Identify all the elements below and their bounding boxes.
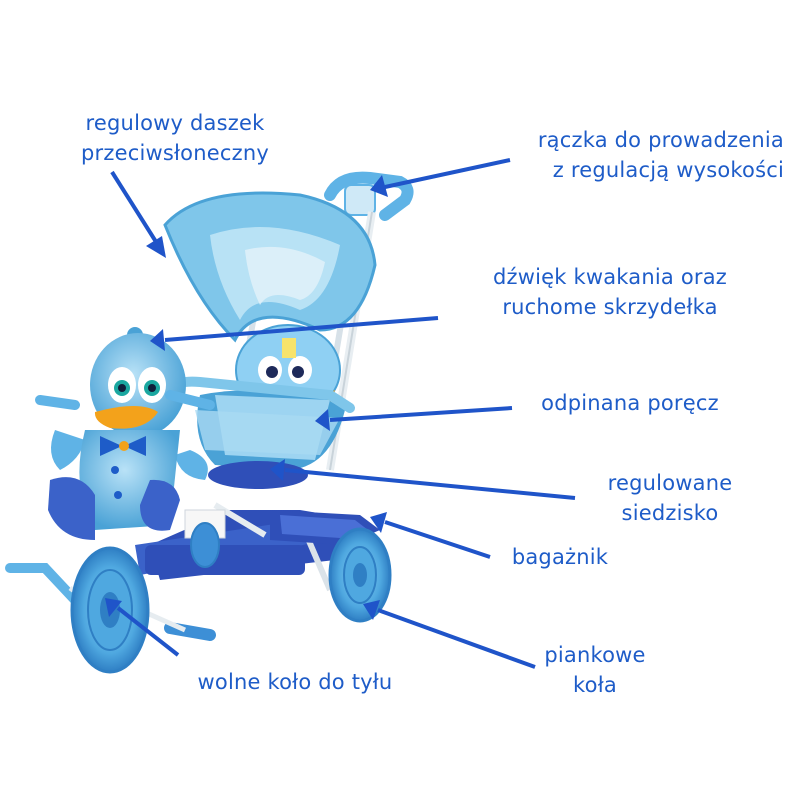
label-handle: rączka do prowadzenia z regulacją wysoko… <box>537 128 784 182</box>
label-canopy: regulowy daszek przeciwsłoneczny <box>81 111 269 165</box>
rear-wheel-right <box>328 527 392 623</box>
label-foam-wheels: piankowe koła <box>544 643 646 697</box>
front-duck <box>35 327 215 540</box>
arrow-basket <box>370 512 491 559</box>
canopy <box>163 191 377 361</box>
label-railing: odpinana poręcz <box>541 391 719 415</box>
rear-wheel-left <box>190 522 220 568</box>
arrow-railing <box>315 406 513 431</box>
callout-arrows <box>105 158 576 669</box>
arrow-wheels <box>363 600 536 669</box>
arrow-handle <box>370 158 511 197</box>
label-basket: bagażnik <box>511 545 609 569</box>
arrow-quack <box>150 316 439 351</box>
label-freewheel: wolne koło do tyłu <box>197 670 393 694</box>
label-seat: regulowane siedzisko <box>607 471 733 525</box>
arrow-canopy <box>110 170 166 258</box>
arrow-seat <box>270 459 576 500</box>
label-quack: dźwięk kwakania oraz ruchome skrzydełka <box>492 265 728 319</box>
arrow-freewheel <box>105 598 180 657</box>
